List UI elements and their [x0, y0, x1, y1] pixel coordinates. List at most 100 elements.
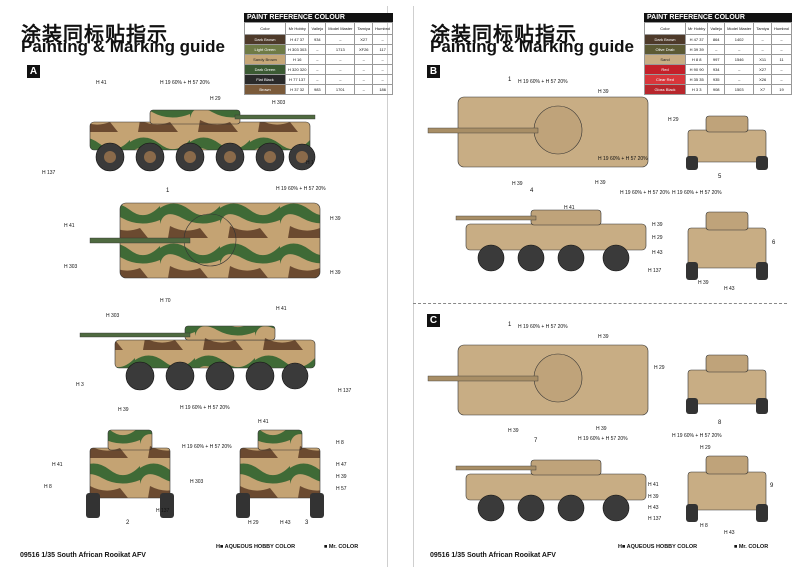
vallejo-cell: –	[308, 74, 327, 85]
tank-rear-view-sand-b	[686, 211, 768, 280]
table-row: Clear Red H 35 35 935 – X26 –	[644, 74, 793, 85]
paint-callout: H 137	[648, 516, 662, 522]
paint-callout: H 39	[598, 89, 609, 95]
mr-hobby-cell: H 3 3	[684, 84, 709, 95]
tamiya-cell: X11	[753, 54, 772, 65]
vallejo-cell: 934	[707, 64, 726, 75]
paint-callout: H 41	[648, 482, 659, 488]
table-row: Dark Brown H 47 37 934 – X27 –	[244, 34, 394, 45]
paint-callout: H 8	[700, 523, 708, 529]
page-title-en: Painting & Marking guide	[21, 37, 226, 56]
marking-number: 7	[534, 438, 538, 444]
model-master-cell: –	[325, 64, 356, 75]
mr-hobby-cell: H 35 35	[684, 74, 709, 85]
paint-callout: H 19 60% + H 57 20%	[160, 80, 210, 86]
paint-callout: H 137	[338, 388, 352, 394]
mr-hobby-cell: H 77 137	[284, 74, 310, 85]
mr-hobby-cell: H 37 32	[284, 84, 310, 95]
vallejo-cell: 934	[308, 34, 327, 45]
mr-hobby-cell: H 303 303	[284, 44, 310, 55]
marking-number: 1	[508, 322, 512, 328]
right-page: 涂装同标贴指示 Painting & Marking guide PAINT R…	[400, 0, 800, 573]
paint-callout: H 39	[596, 426, 607, 432]
marking-number: 4	[530, 188, 534, 194]
paint-callout: H 8	[336, 440, 344, 446]
color-swatch: Clear Red	[644, 74, 686, 85]
tank-side-view-sand-c	[455, 459, 647, 522]
tank-side-view-right	[79, 325, 316, 391]
vallejo-cell: 864	[707, 34, 726, 45]
section-label-b: B	[427, 65, 440, 78]
paint-callout: H 43	[648, 505, 659, 511]
paint-table-header: Color Mr Hobby Vallejo Model Master Tami…	[644, 22, 793, 35]
mr-hobby-cell: H 39 39	[684, 44, 709, 55]
paint-callout: H 29	[654, 365, 665, 371]
vallejo-cell: –	[308, 44, 327, 55]
tamiya-cell: XF26	[354, 44, 374, 55]
paint-callout: H 29	[248, 520, 259, 526]
paint-callout: H 70	[160, 298, 171, 304]
paint-callout: H 19 60% + H 57 20%	[276, 186, 326, 192]
header-tamiya: Tamiya	[753, 22, 772, 35]
table-row: Red H 90 90 934 – X27 –	[644, 64, 793, 75]
mr-hobby-cell: H 47 37	[684, 34, 709, 45]
paint-callout: H 39	[336, 474, 347, 480]
humbrol-cell: –	[372, 64, 394, 75]
mr-hobby-cell: H 16	[284, 54, 310, 65]
model-master-cell: 1701	[325, 84, 356, 95]
paint-callout: H 137	[648, 268, 662, 274]
color-swatch: Light Green	[244, 44, 286, 55]
tamiya-cell: –	[354, 84, 374, 95]
marking-number: 5	[718, 174, 722, 180]
legend-aqueous: H■ AQUEOUS HOBBY COLOR	[216, 544, 296, 550]
tamiya-cell: –	[354, 74, 374, 85]
legend-mr-color: ■ Mr. COLOR	[324, 544, 359, 550]
paint-callout: H 39	[330, 216, 341, 222]
color-swatch: Red	[644, 64, 686, 75]
model-master-cell: –	[724, 64, 755, 75]
color-swatch: Dark Brown	[244, 34, 286, 45]
legend-aqueous: H■ AQUEOUS HOBBY COLOR	[618, 544, 698, 550]
paint-callout: H 43	[724, 286, 735, 292]
paint-callout: H 137	[156, 508, 170, 514]
page-title-cn: 涂装同标贴指示	[21, 24, 168, 46]
paint-callout: H 41	[52, 462, 63, 468]
header-model-master: Model Master	[325, 22, 356, 35]
paint-callout: H 39	[595, 180, 606, 186]
paint-callout: H 39	[330, 270, 341, 276]
paint-callout: H 39	[698, 280, 709, 286]
paint-callout: H 1	[306, 160, 314, 166]
paint-callout: H 41	[276, 306, 287, 312]
model-master-cell: –	[325, 74, 356, 85]
table-row: Sand H 8 8 997 1546 X11 11	[644, 54, 793, 65]
right-page-edge	[413, 6, 414, 567]
header-vallejo: Vallejo	[308, 22, 327, 35]
paint-callout: H 29	[210, 96, 221, 102]
paint-table-caption: PAINT REFERENCE COLOUR	[244, 13, 394, 22]
table-row: Olive Drab H 39 39 – – – –	[644, 44, 793, 55]
tank-front-view-sand-b	[686, 115, 768, 170]
humbrol-cell: –	[372, 54, 394, 65]
header-color: Color	[644, 22, 686, 35]
marking-number: 9	[770, 483, 774, 489]
header-model-master: Model Master	[724, 22, 755, 35]
paint-callout: H 19 60% + H 57 20%	[672, 433, 722, 439]
section-divider	[413, 303, 787, 304]
paint-callout: H 3	[76, 382, 84, 388]
header-tamiya: Tamiya	[354, 22, 374, 35]
table-row: Flat Black H 77 137 – – – –	[244, 74, 394, 85]
tamiya-cell: X27	[753, 64, 772, 75]
paint-reference-table: PAINT REFERENCE COLOUR Color Mr Hobby Va…	[644, 13, 793, 95]
page-title-en: Painting & Marking guide	[430, 37, 635, 56]
paint-callout: H 41	[96, 80, 107, 86]
paint-callout: H 303	[272, 100, 286, 106]
marking-number: 1	[508, 77, 512, 83]
paint-callout: H 57	[336, 486, 347, 492]
paint-callout: H 39	[652, 222, 663, 228]
header-mr-hobby: Mr Hobby	[684, 22, 709, 35]
model-master-cell: –	[325, 54, 356, 65]
mr-hobby-cell: H 320 320	[284, 64, 310, 75]
tamiya-cell: X7	[753, 84, 772, 95]
legend-mr-color: ■ Mr. COLOR	[734, 544, 769, 550]
model-master-cell: 1503	[724, 84, 755, 95]
